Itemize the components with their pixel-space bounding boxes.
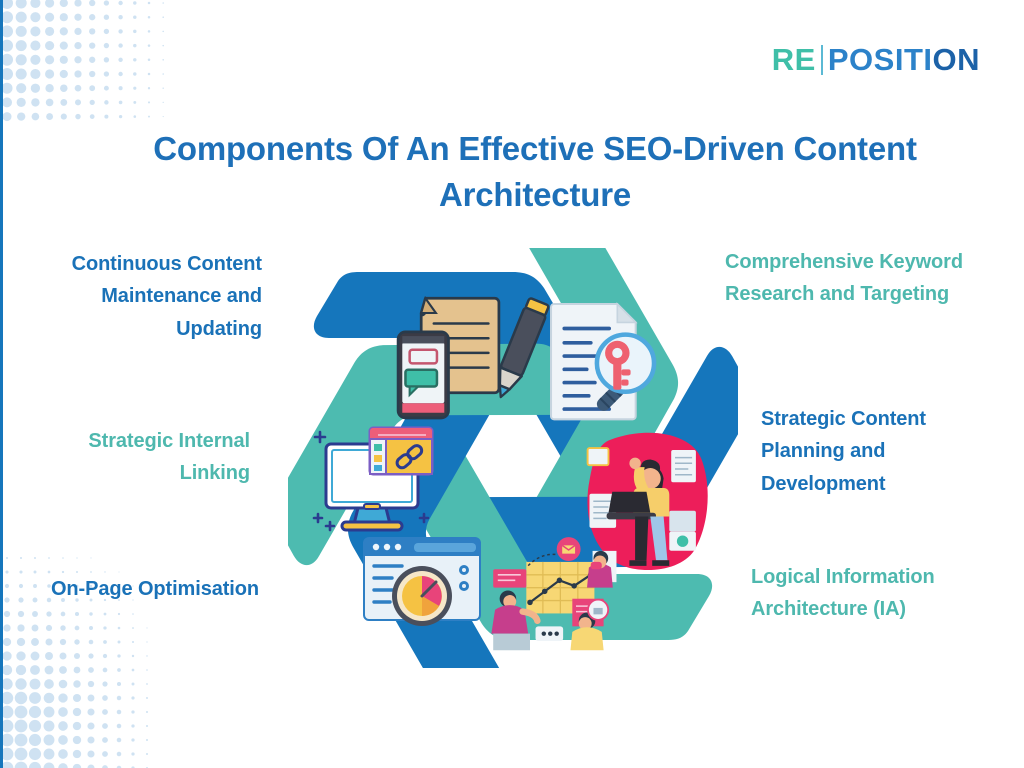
label-strategic-content-planning: Strategic Content Planning and Developme… — [761, 408, 926, 495]
label-on-page-optimisation: On-Page Optimisation — [50, 578, 259, 600]
logo-divider-bar — [820, 44, 823, 75]
label-continuous-content-maintenance: Continuous Content Maintenance and Updat… — [71, 253, 262, 340]
label-comprehensive-keyword-research: Comprehensive Keyword Research and Targe… — [725, 251, 963, 306]
logo-text-re: RE — [771, 42, 816, 77]
monitor-link-icon — [312, 426, 434, 532]
label-logical-information-architecture: Logical Information Architecture (IA) — [751, 566, 935, 621]
person-laptop-icon — [586, 432, 708, 571]
logo-text-positi: POSITI — [827, 42, 933, 77]
halftone-dots-top-left-decoration — [3, 0, 164, 122]
browser-gauge-chart-icon — [363, 537, 481, 626]
page-title: Components Of An Effective SEO-Driven Co… — [153, 130, 917, 213]
label-strategic-internal-linking: Strategic Internal Linking — [88, 430, 250, 485]
team-analytics-icon — [491, 537, 617, 651]
seo-content-cycle-diagram — [288, 248, 738, 668]
document-pen-mobile-icon — [396, 295, 550, 420]
logo-text-on: ON — [932, 42, 980, 77]
reposition-logo: RE POSITI ON — [772, 44, 980, 75]
document-magnifier-key-icon — [550, 302, 657, 421]
